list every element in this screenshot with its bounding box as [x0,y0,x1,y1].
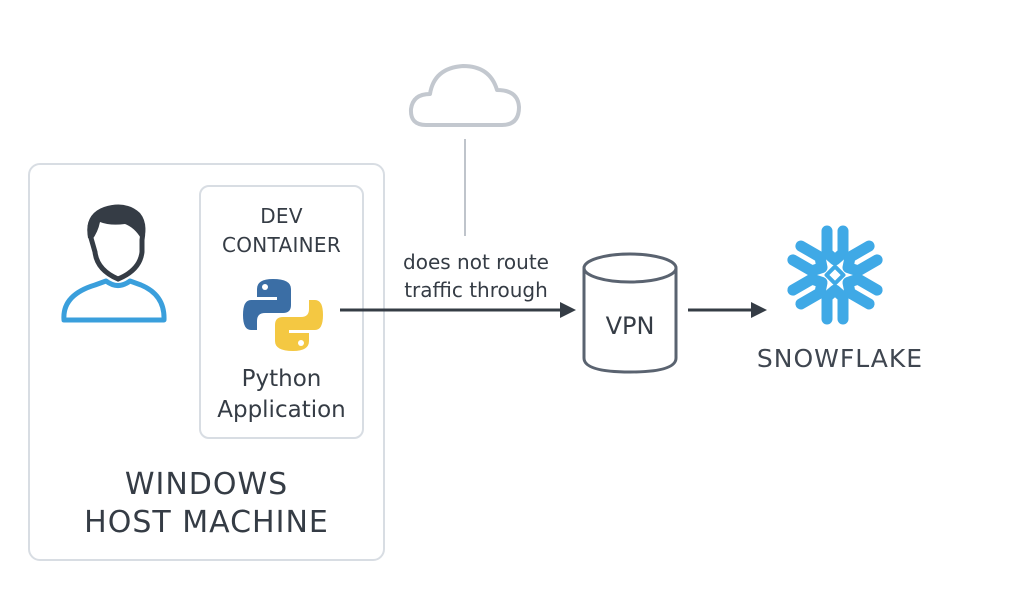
windows-host-box [28,163,385,561]
windows-host-label: WINDOWS HOST MACHINE [28,466,385,542]
python-label-line2: Application [217,397,346,423]
python-logo-icon [243,279,323,351]
dev-container-label-line2: CONTAINER [221,233,342,257]
arrow-vpn-to-snowflake [688,302,767,318]
connection-label: does not route traffic through [388,248,564,304]
snowflake-label: SNOWFLAKE [756,344,924,373]
host-label-line1: WINDOWS [124,467,289,502]
python-label-line1: Python [241,366,322,392]
cloud-icon [408,64,521,127]
host-label-line2: HOST MACHINE [84,505,329,540]
user-icon [61,204,167,323]
arrow-app-to-vpn [340,302,576,318]
dev-container-label-line1: DEV [260,204,303,228]
python-application-label: Python Application [199,364,364,426]
connection-label-line1: does not route [403,250,549,274]
dev-container-label: DEV CONTAINER [199,202,364,260]
dev-container-box [199,185,364,439]
vpn-cylinder-icon [582,252,678,374]
connection-label-line2: traffic through [404,278,548,302]
vpn-label: VPN [605,312,655,340]
snowflake-logo-icon [793,225,877,319]
